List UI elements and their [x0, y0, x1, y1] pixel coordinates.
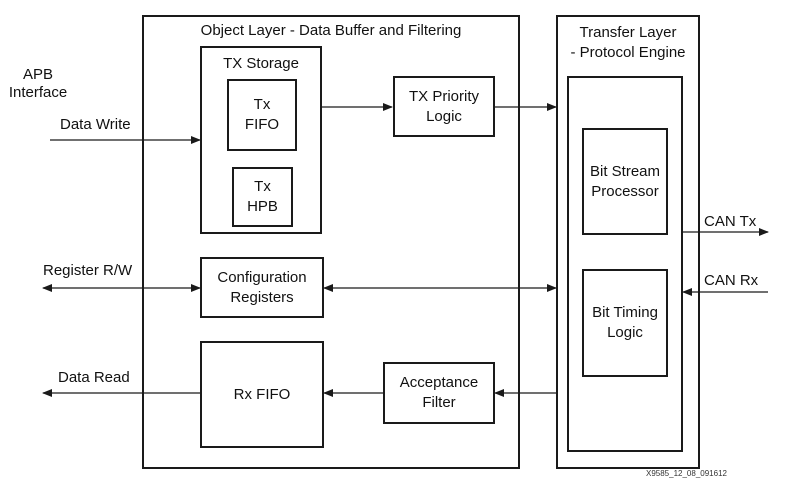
tx-fifo-box: Tx FIFO — [227, 79, 297, 151]
can-rx-label: CAN Rx — [704, 272, 759, 289]
tx-fifo-line1: Tx — [253, 96, 271, 113]
transfer-layer-title: Transfer Layer - Protocol Engine — [558, 23, 698, 63]
transfer-layer-box: Transfer Layer - Protocol Engine — [556, 15, 700, 469]
figure-id: X9585_12_08_091612 — [646, 469, 727, 478]
tx-fifo-line2: FIFO — [244, 116, 280, 133]
object-layer-box: Object Layer - Data Buffer and Filtering — [142, 15, 520, 469]
apb-line2: Interface — [8, 84, 68, 101]
transfer-title-line2: - Protocol Engine — [570, 44, 686, 61]
tx-hpb-line1: Tx — [254, 178, 271, 195]
acceptance-line2: Filter — [422, 394, 456, 411]
tx-storage-box: TX Storage — [200, 46, 322, 234]
can-tx-label: CAN Tx — [704, 213, 757, 230]
protocol-engine-inner-box — [567, 76, 683, 452]
config-line1: Configuration — [217, 268, 307, 286]
data-write-label: Data Write — [60, 116, 131, 133]
apb-interface-label: APB Interface — [8, 66, 68, 102]
object-layer-title: Object Layer - Data Buffer and Filtering — [200, 22, 462, 39]
acceptance-filter-box: Acceptance Filter — [383, 362, 495, 424]
bit-stream-processor-box: Bit Stream Processor — [582, 128, 668, 235]
bsp-line2: Processor — [591, 182, 659, 200]
btl-line2: Logic — [607, 324, 643, 341]
tx-storage-title: TX Storage — [223, 55, 299, 72]
tx-hpb-box: Tx HPB — [232, 167, 293, 227]
bit-timing-logic-box: Bit Timing Logic — [582, 269, 668, 377]
data-read-label: Data Read — [58, 369, 130, 386]
btl-line1: Bit Timing — [592, 304, 658, 321]
transfer-title-line1: Transfer Layer — [579, 24, 677, 41]
tx-priority-line2: Logic — [426, 107, 462, 125]
apb-line1: APB — [22, 66, 53, 83]
tx-priority-line1: TX Priority — [408, 87, 479, 105]
rx-fifo-label: Rx FIFO — [233, 385, 291, 403]
configuration-registers-box: Configuration Registers — [200, 257, 324, 318]
tx-priority-logic-box: TX Priority Logic — [393, 76, 495, 137]
config-line2: Registers — [230, 288, 294, 306]
bsp-line1: Bit Stream — [589, 162, 661, 180]
rx-fifo-box: Rx FIFO — [200, 341, 324, 448]
acceptance-line1: Acceptance — [399, 374, 479, 391]
register-rw-label: Register R/W — [43, 262, 133, 279]
tx-hpb-line2: HPB — [247, 198, 278, 215]
